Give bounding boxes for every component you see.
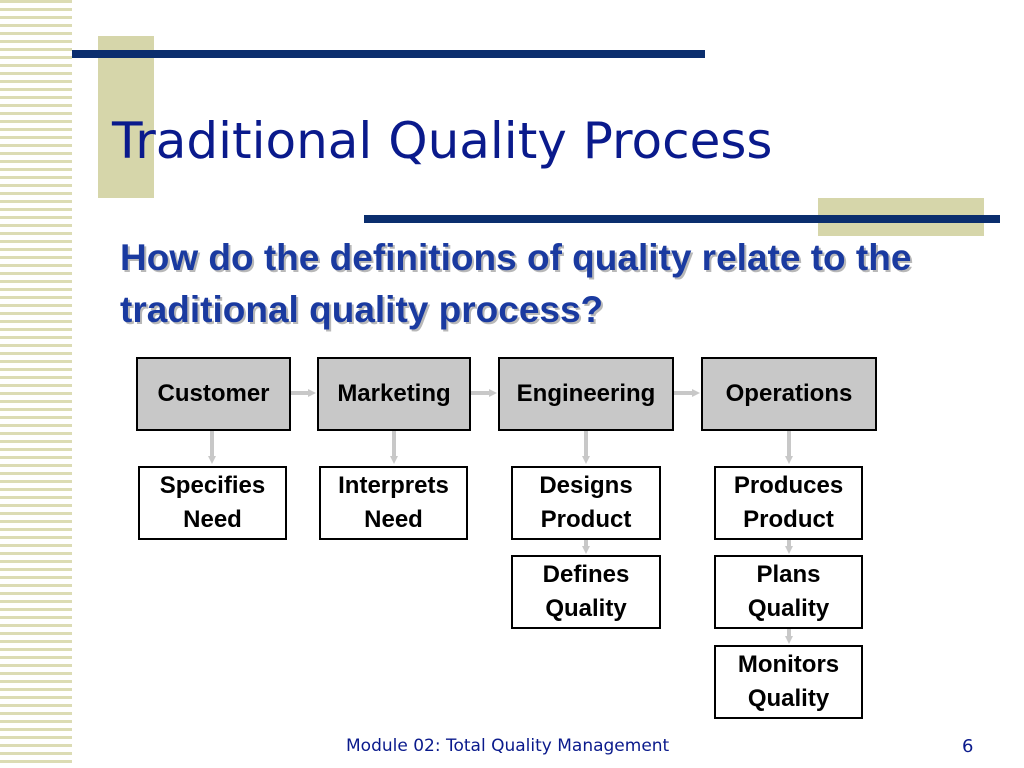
task-specifies-need: Specifies Need — [138, 466, 287, 540]
dept-customer: Customer — [136, 357, 291, 431]
task-designs-product: Designs Product — [511, 466, 661, 540]
slide-footer: Module 02: Total Quality Management — [346, 736, 670, 756]
task-defines-quality: Defines Quality — [511, 555, 661, 629]
dept-engineering: Engineering — [498, 357, 674, 431]
slide-title: Traditional Quality Process — [112, 112, 773, 170]
task-produces-product: Produces Product — [714, 466, 863, 540]
striped-margin — [0, 0, 72, 768]
page-number: 6 — [962, 736, 974, 757]
dept-marketing: Marketing — [317, 357, 471, 431]
task-interprets-need: Interprets Need — [319, 466, 468, 540]
task-monitors-quality: Monitors Quality — [714, 645, 863, 719]
khaki-block-top — [98, 36, 154, 198]
navy-rule-mid — [364, 215, 1000, 223]
task-plans-quality: Plans Quality — [714, 555, 863, 629]
navy-rule-top — [72, 50, 705, 58]
slide-question: How do the definitions of quality relate… — [120, 237, 912, 330]
dept-operations: Operations — [701, 357, 877, 431]
